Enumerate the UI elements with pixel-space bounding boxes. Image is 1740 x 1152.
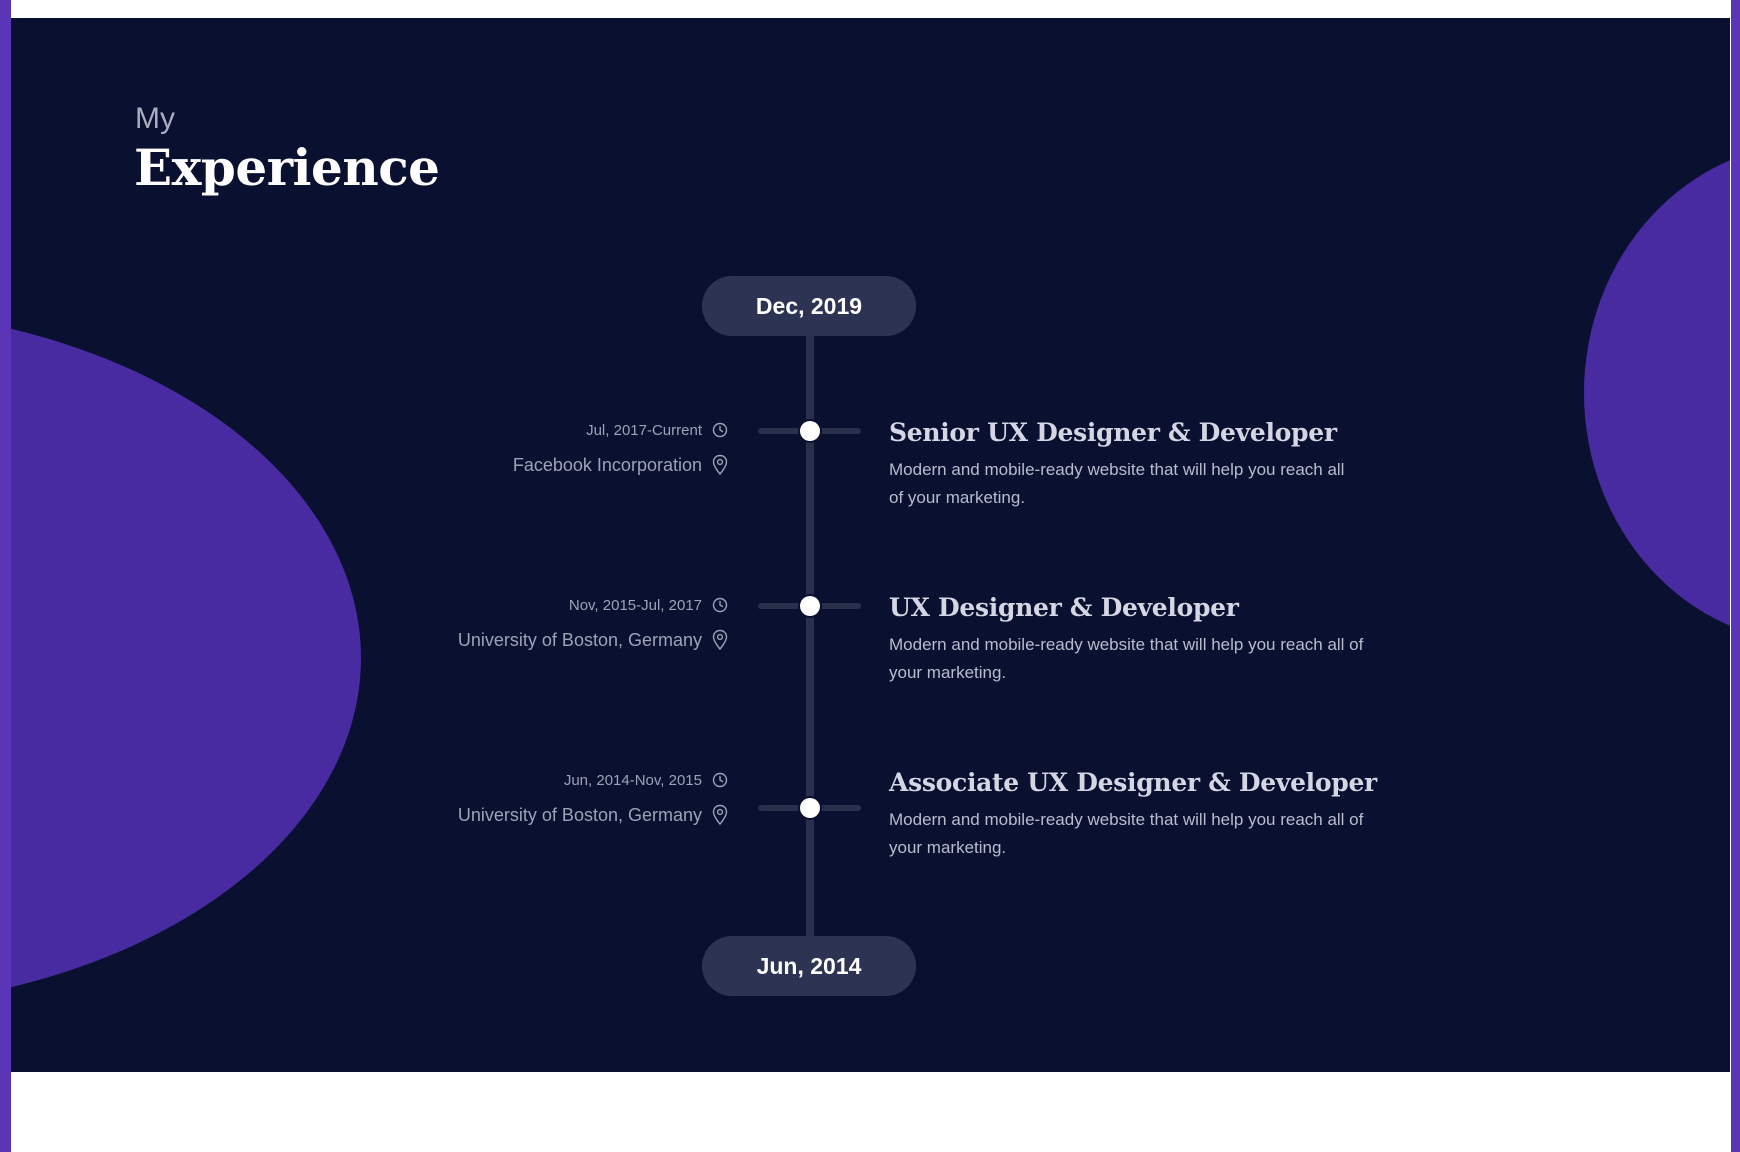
timeline-node bbox=[800, 421, 820, 441]
experience-title: UX Designer & Developer bbox=[889, 593, 1239, 622]
experience-place: Facebook Incorporation bbox=[512, 454, 702, 475]
experience-item: Associate UX Designer & Developer Modern… bbox=[889, 768, 1377, 862]
experience-period: Jun, 2014-Nov, 2015 bbox=[563, 771, 702, 789]
right-frame-border bbox=[1731, 0, 1740, 1152]
experience-place: University of Boston, Germany bbox=[457, 804, 702, 825]
location-pin-icon bbox=[712, 454, 728, 476]
left-frame-border bbox=[0, 0, 11, 1152]
location-pin-icon bbox=[712, 629, 728, 651]
decorative-circle-right bbox=[1584, 143, 1730, 643]
timeline-node bbox=[800, 596, 820, 616]
experience-period: Jul, 2017-Current bbox=[586, 421, 702, 439]
experience-title: Associate UX Designer & Developer bbox=[889, 768, 1377, 797]
experience-period: Nov, 2015-Jul, 2017 bbox=[568, 596, 702, 614]
experience-item: Senior UX Designer & Developer Modern an… bbox=[889, 418, 1369, 512]
experience-title: Senior UX Designer & Developer bbox=[889, 418, 1337, 447]
section-title: Experience bbox=[134, 138, 440, 197]
clock-icon bbox=[712, 597, 728, 613]
clock-icon bbox=[712, 772, 728, 788]
section-subtitle: My bbox=[135, 102, 175, 135]
timeline-start-date: Dec, 2019 bbox=[702, 276, 916, 336]
experience-description: Modern and mobile-ready website that wil… bbox=[889, 635, 1364, 682]
timeline-node bbox=[800, 798, 820, 818]
experience-meta: Jun, 2014-Nov, 2015 University of Boston… bbox=[458, 769, 728, 829]
timeline-line bbox=[806, 318, 814, 968]
decorative-circle-left bbox=[11, 308, 361, 1008]
experience-description: Modern and mobile-ready website that wil… bbox=[889, 810, 1364, 857]
timeline-end-date: Jun, 2014 bbox=[702, 936, 916, 996]
location-pin-icon bbox=[712, 804, 728, 826]
experience-place: University of Boston, Germany bbox=[457, 629, 702, 650]
experience-item: UX Designer & Developer Modern and mobil… bbox=[889, 593, 1369, 687]
clock-icon bbox=[712, 422, 728, 438]
experience-meta: Jul, 2017-Current Facebook Incorporation bbox=[513, 419, 728, 479]
experience-description: Modern and mobile-ready website that wil… bbox=[889, 460, 1345, 507]
experience-section: My Experience Dec, 2019 Jun, 2014 Jul, 2… bbox=[11, 18, 1730, 1072]
experience-meta: Nov, 2015-Jul, 2017 University of Boston… bbox=[458, 594, 728, 654]
